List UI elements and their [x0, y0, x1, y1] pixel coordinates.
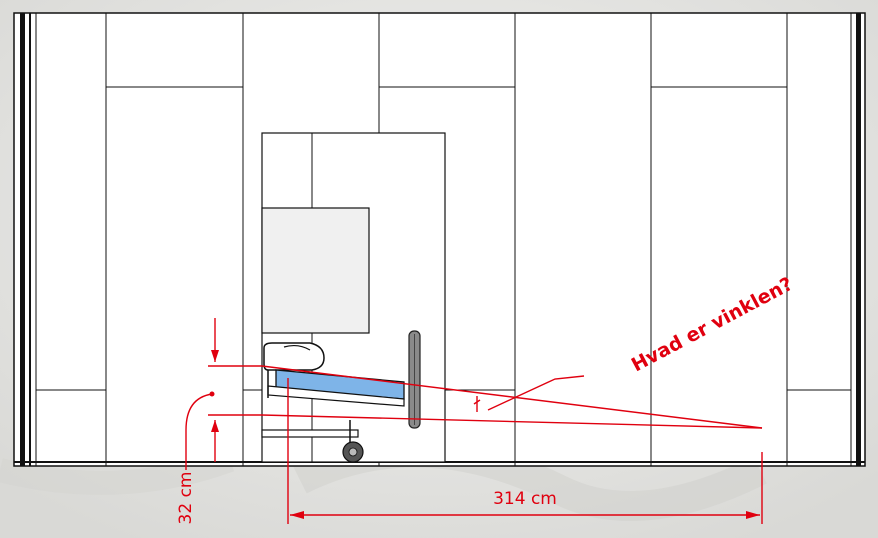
table-base-rail [261, 429, 359, 438]
sight-line-upper [261, 365, 763, 429]
cushion-detail [283, 344, 311, 351]
background-swirl [0, 448, 235, 495]
question-leader [487, 375, 585, 411]
head-cushion [263, 342, 325, 371]
patient-table [261, 342, 405, 463]
leader-dot [209, 391, 215, 397]
right-edge-bar [856, 13, 861, 466]
distance-label: 314 cm [493, 489, 557, 509]
left-edge-bar [20, 13, 25, 466]
monitor-box [261, 207, 370, 334]
arrowhead [211, 350, 219, 362]
arrowhead [746, 511, 760, 519]
height-label: 32 cm [176, 472, 196, 525]
panel-horizontal-joints [36, 86, 851, 391]
annotation-lines [185, 318, 763, 524]
table-wheel-hub [348, 447, 358, 457]
wall-elevation [13, 12, 866, 467]
arrowhead [290, 511, 304, 519]
sight-line-lower [261, 414, 763, 429]
scanner-gantry [408, 330, 421, 429]
arrowhead [211, 420, 219, 432]
annotation-arrowheads [209, 350, 760, 519]
height-leader [185, 393, 213, 470]
angle-tick [473, 399, 481, 405]
